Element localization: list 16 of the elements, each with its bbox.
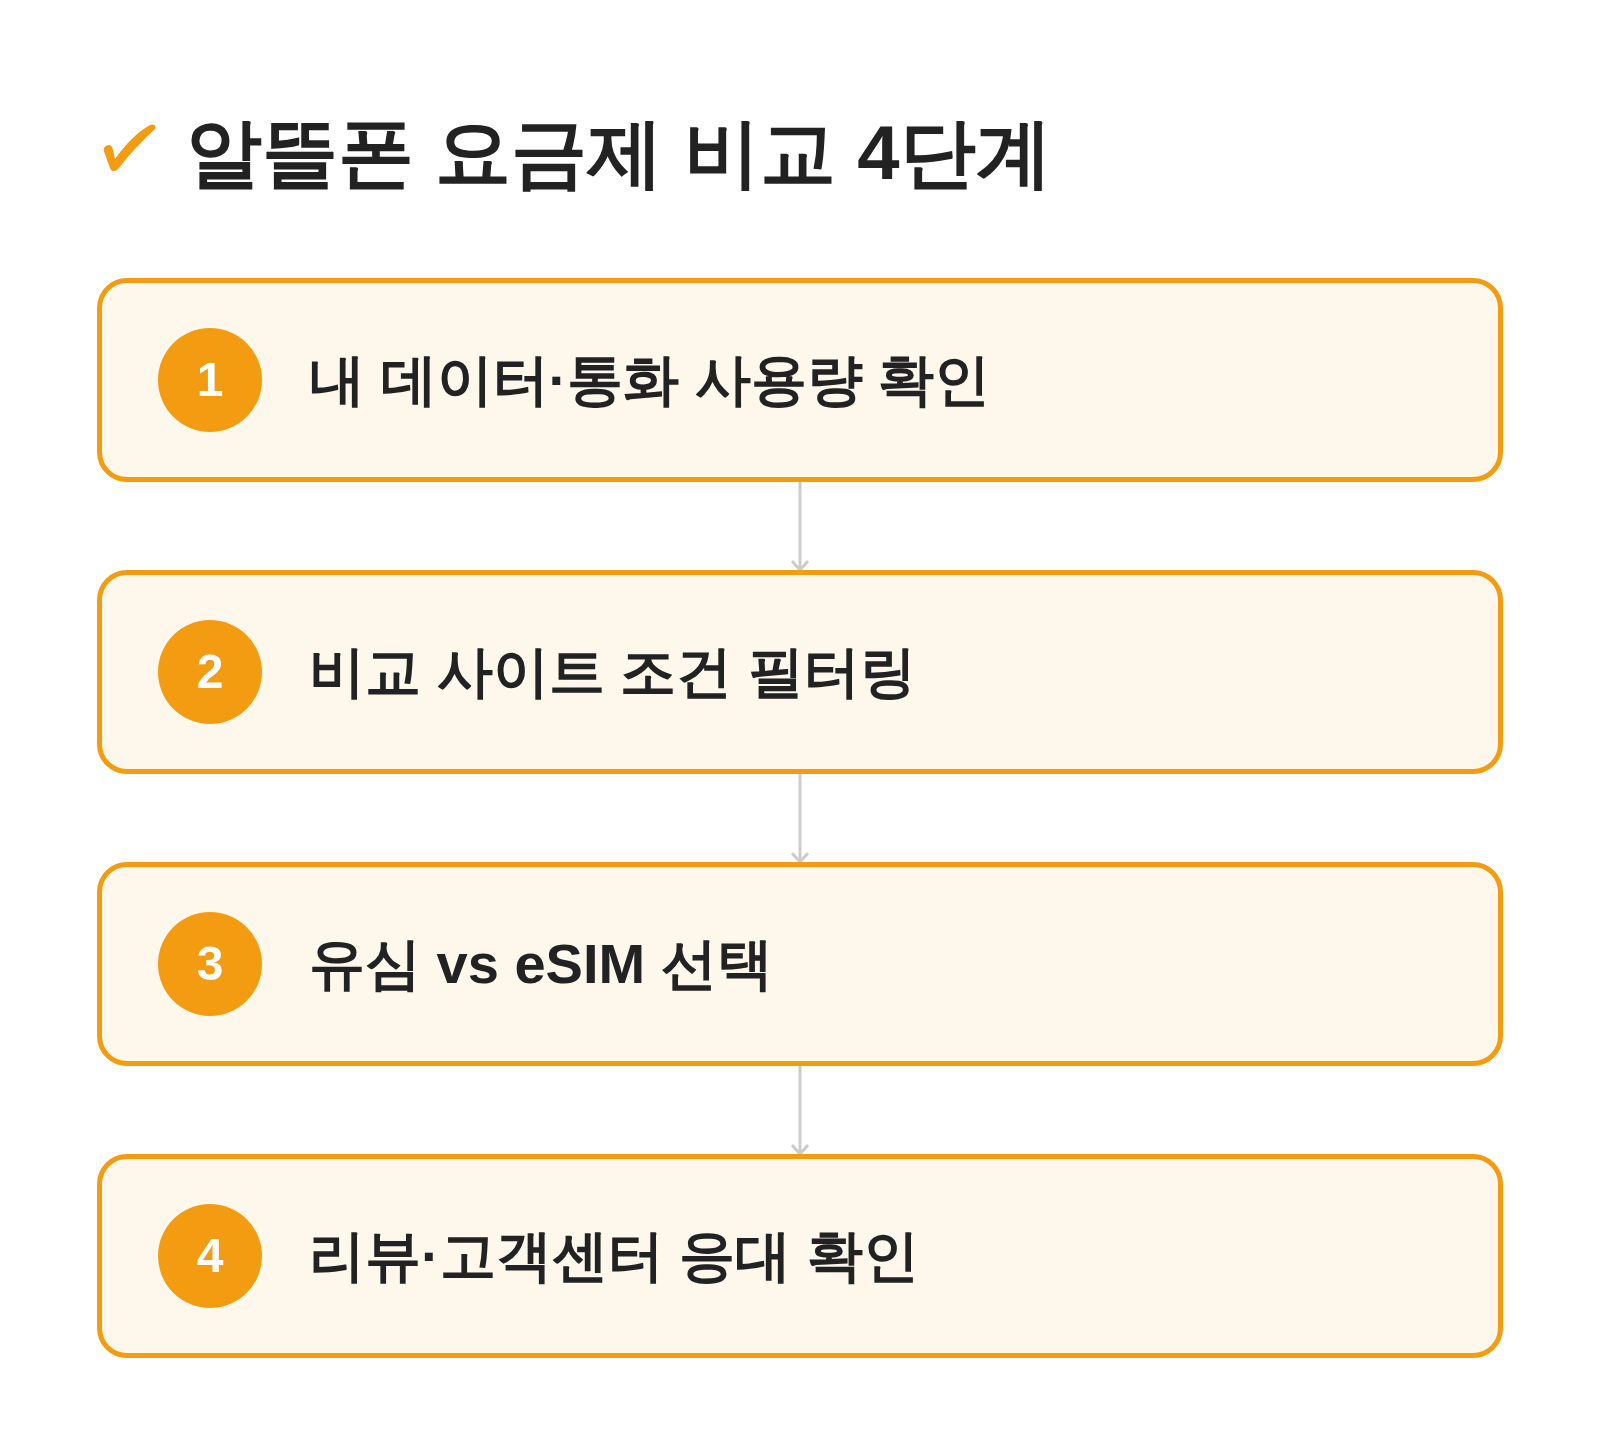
step-card — [97, 862, 1503, 1066]
number-circle: 2 — [158, 620, 262, 724]
step-card — [97, 1154, 1503, 1358]
title: 알뜰폰 요금제 비교 4단계 — [186, 113, 1052, 193]
step-text: 유심 vs eSIM 선택 — [309, 932, 773, 996]
number-circle: 4 — [158, 1204, 262, 1308]
number-circle: 1 — [158, 328, 262, 432]
arrow — [790, 482, 810, 572]
arrow — [790, 774, 810, 864]
step-text: 내 데이터·통화 사용량 확인 — [309, 348, 991, 412]
number-circle: 3 — [158, 912, 262, 1016]
step-card — [97, 570, 1503, 774]
step-card — [97, 278, 1503, 482]
step-text: 리뷰·고객센터 응대 확인 — [309, 1224, 919, 1288]
step-text: 비교 사이트 조건 필터링 — [309, 640, 916, 704]
arrow — [790, 1066, 810, 1156]
